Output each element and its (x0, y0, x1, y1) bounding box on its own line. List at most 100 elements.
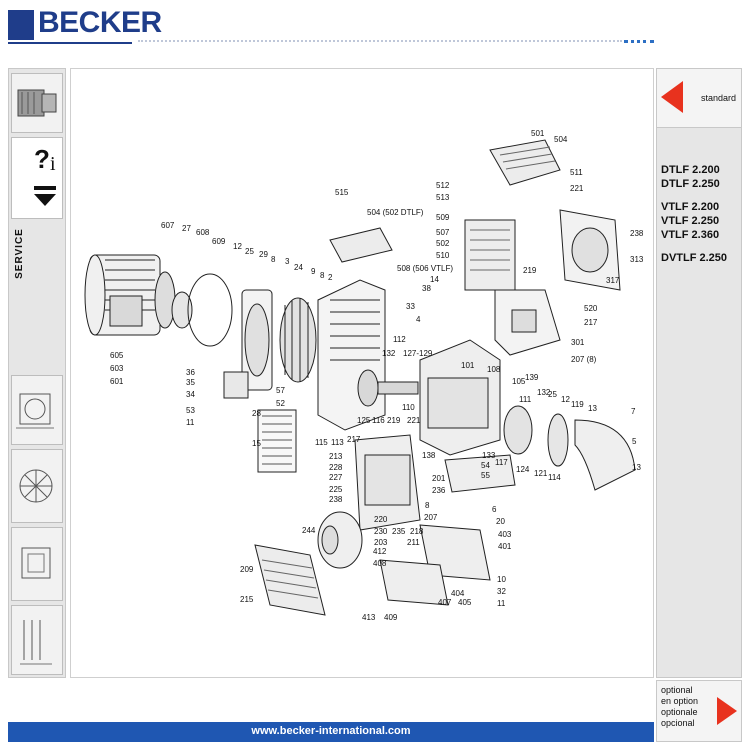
optional-label: optionale (661, 707, 698, 717)
part-number-label: 124 (516, 465, 530, 474)
part-number-label: 2 (328, 273, 333, 282)
pump-housing-part (317, 279, 386, 431)
svg-text:i: i (50, 153, 56, 175)
part-number-label: 101 (461, 361, 475, 370)
part-number-label: 6 (492, 505, 497, 514)
part-number-label: 608 (196, 228, 210, 237)
part-number-label: 217 (584, 318, 598, 327)
part-number-label: 52 (276, 399, 285, 408)
part-number-label: 225 (329, 485, 343, 494)
part-number-label: 244 (302, 526, 316, 535)
motor-thumbnail-button[interactable] (11, 73, 63, 133)
part-number-label: 221 (570, 184, 584, 193)
part-number-label: 230 (374, 527, 388, 536)
part-number-label: 207 (8) (571, 355, 597, 364)
part-number-label: 213 (329, 452, 343, 461)
part-number-label: 125 (357, 416, 371, 425)
part-number-label: 132 (537, 388, 551, 397)
coupling-part (171, 273, 233, 347)
part-number-label: 221 (407, 416, 421, 425)
part-number-label: 607 (161, 221, 175, 230)
part-number-label: 54 (481, 461, 490, 470)
standard-label: standard (701, 93, 737, 103)
rotor-shaft-part (357, 369, 419, 407)
dimension-drawing-icon (16, 393, 54, 429)
part-number-label: 114 (548, 473, 561, 482)
part-number-label: 211 (407, 538, 420, 547)
part-number-label: 27 (182, 224, 191, 233)
part-number-label: 218 (410, 527, 424, 536)
optional-label: opcional (661, 718, 695, 728)
part-number-label: 317 (606, 276, 620, 285)
dimension-view-1-button[interactable] (11, 375, 63, 445)
part-number-label: 403 (498, 530, 512, 539)
standard-nav-button[interactable]: standard (657, 69, 741, 128)
part-number-label: 504 (502 DTLF) (367, 208, 424, 217)
becker-logo-icon (8, 10, 34, 40)
model-list: DTLF 2.200 DTLF 2.250 VTLF 2.200 VTLF 2.… (661, 163, 727, 265)
part-number-label: 108 (487, 365, 501, 374)
part-number-label: 113 (331, 438, 344, 447)
part-number-label: 110 (402, 403, 415, 412)
part-number-label: 13 (632, 463, 641, 472)
service-button[interactable]: SERVICE ? i (11, 137, 63, 279)
part-number-label: 605 (110, 351, 124, 360)
part-number-label: 9 (311, 267, 316, 276)
part-number-label: 217 (347, 435, 361, 444)
part-number-label: 8 (271, 255, 276, 264)
valve-block-part (464, 219, 516, 291)
part-number-label: 511 (570, 168, 583, 177)
part-number-label: 407 (438, 598, 452, 607)
part-number-label: 405 (458, 598, 472, 607)
part-number-label: 203 (374, 538, 388, 547)
part-number-label: 119 (571, 400, 584, 409)
right-info-panel: standard DTLF 2.200 DTLF 2.250 VTLF 2.20… (656, 68, 742, 678)
drum-part (317, 511, 363, 569)
part-number-label: 138 (422, 451, 436, 460)
optional-nav-button[interactable]: optional en option optionale opcional (656, 680, 742, 742)
part-number-label: 139 (525, 373, 539, 382)
optional-label: en option (661, 696, 699, 706)
part-number-label: 8 (425, 501, 430, 510)
motor-icon (17, 89, 57, 117)
part-number-label: 235 (392, 527, 406, 536)
center-housing-part (419, 339, 501, 456)
part-number-label: 116 (372, 416, 385, 425)
part-number-label: 55 (481, 471, 490, 480)
model-item: DVTLF 2.250 (661, 252, 728, 264)
part-number-label: 408 (373, 559, 387, 568)
part-number-label: 513 (436, 193, 450, 202)
dimension-view-4-button[interactable] (11, 605, 63, 675)
part-number-label: 601 (110, 377, 124, 386)
fan-drawing-icon (19, 469, 53, 503)
part-number-label: 12 (233, 242, 242, 251)
silencer-part (329, 227, 393, 263)
part-number-label: 38 (422, 284, 431, 293)
part-number-label: 24 (294, 263, 303, 272)
part-number-label: 11 (186, 418, 195, 427)
right-fan-part (547, 413, 636, 491)
part-number-label: 13 (588, 404, 597, 413)
part-number-label: 209 (240, 565, 254, 574)
page-footer: www.becker-international.com (8, 722, 654, 742)
part-number-label: 509 (436, 213, 450, 222)
part-number-label: 219 (387, 416, 401, 425)
part-number-label: 4 (416, 315, 421, 324)
dimension-view-3-button[interactable] (11, 527, 63, 601)
optional-labels: optional en option optionale opcional (661, 685, 698, 729)
part-number-label: 33 (406, 302, 415, 311)
cooler-part (254, 544, 326, 616)
base-frame-part (379, 454, 516, 606)
dimension-view-2-button[interactable] (11, 449, 63, 523)
part-number-label: 501 (531, 129, 545, 138)
part-number-label: 228 (329, 463, 343, 472)
part-number-label: 413 (362, 613, 376, 622)
footer-url-link[interactable]: www.becker-international.com (251, 725, 411, 737)
gear-housing-part (354, 434, 421, 531)
part-number-label: 219 (523, 266, 537, 275)
part-number-label: 220 (374, 515, 388, 524)
filter-screen-part (257, 409, 297, 473)
brand-name: BECKER (38, 6, 162, 39)
part-number-label: 215 (240, 595, 254, 604)
